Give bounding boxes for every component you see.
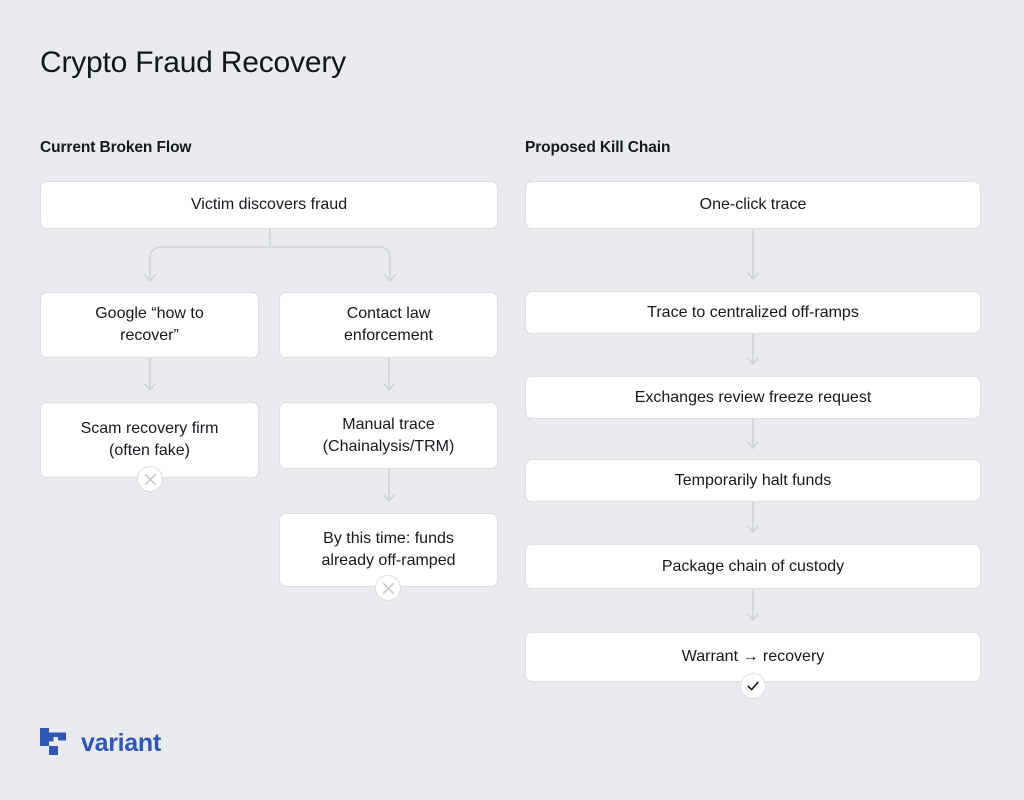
status-badge-fail-scam-firm (137, 466, 163, 492)
node-temporarily-halt-funds[interactable]: Temporarily halt funds (525, 459, 981, 502)
variant-blocks-icon (40, 728, 66, 755)
status-badge-fail-too-late (375, 575, 401, 601)
node-label: Manual trace (Chainalysis/TRM) (322, 415, 455, 455)
logo-wordmark: variant (81, 728, 161, 757)
node-label: Contact law enforcement (344, 305, 433, 344)
connector-custody-to-warrant (745, 589, 761, 632)
node-label: Google “how to recover” (95, 305, 204, 344)
x-icon (144, 473, 156, 485)
check-icon (747, 681, 759, 691)
connector-offramps-to-freeze (745, 334, 761, 376)
page-title: Crypto Fraud Recovery (40, 46, 346, 79)
node-manual-trace[interactable]: Manual trace (Chainalysis/TRM) (279, 402, 498, 469)
node-label: Package chain of custody (661, 557, 845, 575)
status-badge-success-warrant (740, 673, 766, 699)
node-google-how-to-recover[interactable]: Google “how to recover” (40, 292, 259, 358)
node-label: Temporarily halt funds (674, 471, 832, 489)
connector-google-to-scam-firm (142, 358, 158, 402)
node-funds-already-offramped[interactable]: By this time: funds already off-ramped (279, 513, 498, 587)
connector-freeze-to-halt (745, 419, 761, 459)
connector-contact-to-manual-trace (381, 358, 397, 402)
connector-manual-trace-to-too-late (381, 469, 397, 513)
node-package-chain-of-custody[interactable]: Package chain of custody (525, 544, 981, 589)
node-label: Scam recovery firm (often fake) (80, 420, 219, 459)
node-contact-law-enforcement[interactable]: Contact law enforcement (279, 292, 498, 358)
node-trace-to-offramps[interactable]: Trace to centralized off-ramps (525, 291, 981, 334)
x-icon (382, 582, 394, 594)
column-header-right: Proposed Kill Chain (525, 139, 671, 156)
node-scam-recovery-firm[interactable]: Scam recovery firm (often fake) (40, 402, 259, 478)
node-label: Trace to centralized off-ramps (647, 303, 859, 321)
column-header-left: Current Broken Flow (40, 139, 192, 156)
node-one-click-trace[interactable]: One-click trace (525, 181, 981, 229)
node-label: One-click trace (699, 196, 807, 213)
connector-branch-victim (140, 229, 400, 292)
node-label: Warrant → recovery (681, 648, 825, 665)
node-label: Exchanges review freeze request (634, 388, 872, 406)
connector-halt-to-custody (745, 502, 761, 544)
node-victim-discovers-fraud[interactable]: Victim discovers fraud (40, 181, 498, 229)
node-exchanges-review-freeze-request[interactable]: Exchanges review freeze request (525, 376, 981, 419)
node-label: By this time: funds already off-ramped (321, 530, 456, 569)
connector-one-click-to-offramps (745, 229, 761, 292)
node-label: Victim discovers fraud (190, 196, 348, 213)
variant-logo: variant (40, 728, 161, 758)
